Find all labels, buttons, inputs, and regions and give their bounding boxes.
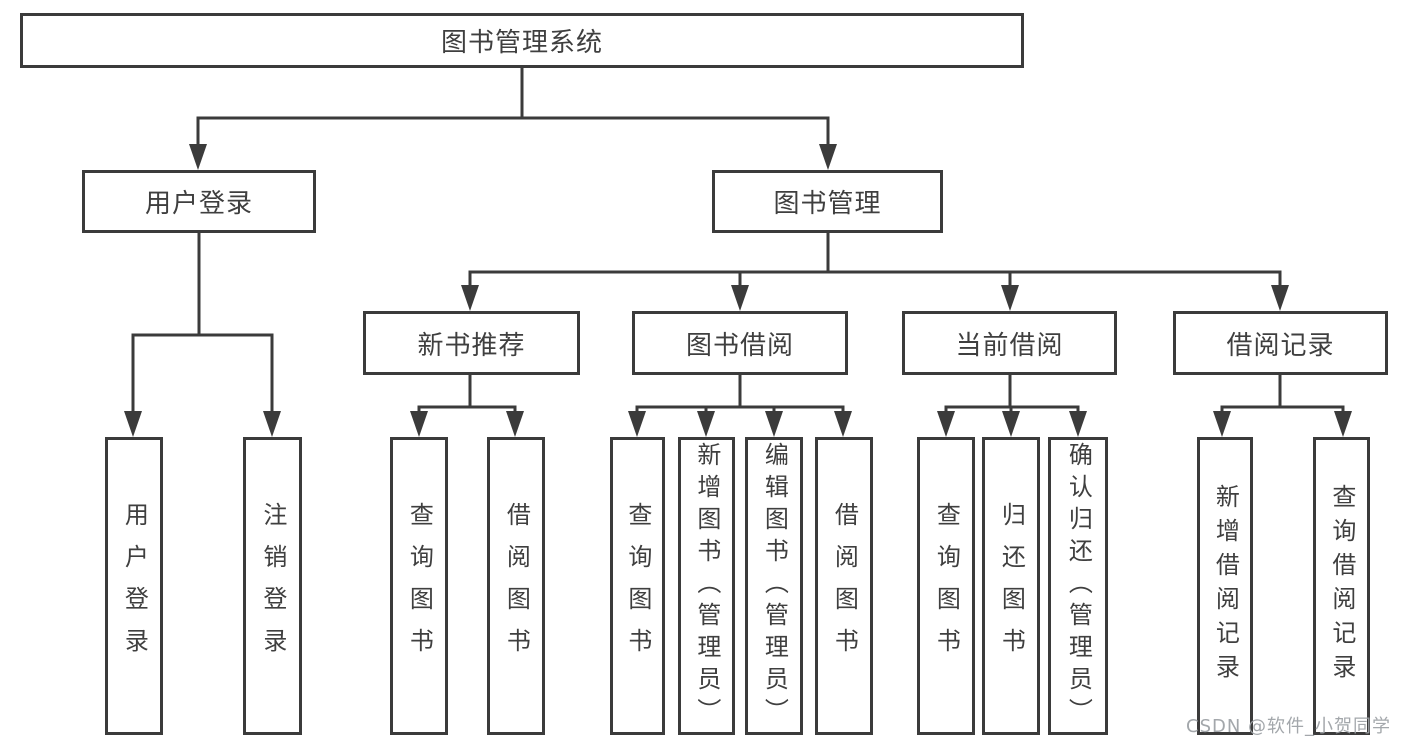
leaf-query-books-borrow-label: 查询图书 — [623, 502, 652, 670]
leaf-user-login: 用户登录 — [105, 437, 163, 735]
leaf-logout: 注销登录 — [243, 437, 302, 735]
leaf-query-books-recommend: 查询图书 — [390, 437, 448, 735]
node-current-borrowing-label: 当前借阅 — [955, 330, 1064, 361]
node-current-borrowing: 当前借阅 — [902, 311, 1117, 375]
node-root-label: 图书管理系统 — [440, 28, 603, 58]
leaf-borrow-books-recommend-label: 借阅图书 — [502, 502, 531, 670]
node-root: 图书管理系统 — [20, 13, 1024, 68]
leaf-borrow-books-label: 借阅图书 — [830, 502, 859, 670]
leaf-borrow-books: 借阅图书 — [815, 437, 873, 735]
node-user-login-label: 用户登录 — [144, 189, 253, 219]
leaf-return-books-label: 归还图书 — [997, 502, 1026, 670]
node-book-management-label: 图书管理 — [773, 189, 882, 219]
node-borrowing-records: 借阅记录 — [1173, 311, 1388, 375]
leaf-edit-books-admin: 编辑图书（管理员） — [745, 437, 803, 735]
leaf-confirm-return-admin-label: 确认归还（管理员） — [1064, 442, 1093, 730]
leaf-query-books-current: 查询图书 — [917, 437, 975, 735]
leaf-add-books-admin-label: 新增图书（管理员） — [692, 442, 721, 730]
csdn-watermark: CSDN @软件_小贺同学 — [1186, 716, 1392, 737]
node-book-borrowing-label: 图书借阅 — [685, 330, 794, 361]
leaf-edit-books-admin-label: 编辑图书（管理员） — [760, 442, 789, 730]
node-book-management: 图书管理 — [712, 170, 943, 233]
leaf-query-books-current-label: 查询图书 — [932, 502, 961, 670]
leaf-query-borrow-record: 查询借阅记录 — [1313, 437, 1370, 735]
leaf-add-borrow-record-label: 新增借阅记录 — [1211, 484, 1240, 688]
node-borrowing-records-label: 借阅记录 — [1226, 330, 1335, 361]
leaf-add-borrow-record: 新增借阅记录 — [1197, 437, 1253, 735]
leaf-query-borrow-record-label: 查询借阅记录 — [1327, 484, 1356, 688]
node-new-book-recommendation: 新书推荐 — [363, 311, 580, 375]
node-new-book-recommendation-label: 新书推荐 — [417, 330, 526, 361]
leaf-return-books: 归还图书 — [982, 437, 1040, 735]
leaf-query-books-recommend-label: 查询图书 — [405, 502, 434, 670]
node-user-login: 用户登录 — [82, 170, 316, 233]
leaf-logout-label: 注销登录 — [258, 502, 287, 670]
leaf-query-books-borrow: 查询图书 — [610, 437, 665, 735]
leaf-borrow-books-recommend: 借阅图书 — [487, 437, 545, 735]
leaf-add-books-admin: 新增图书（管理员） — [678, 437, 735, 735]
node-book-borrowing: 图书借阅 — [632, 311, 848, 375]
leaf-user-login-label: 用户登录 — [120, 502, 149, 670]
leaf-confirm-return-admin: 确认归还（管理员） — [1048, 437, 1108, 735]
